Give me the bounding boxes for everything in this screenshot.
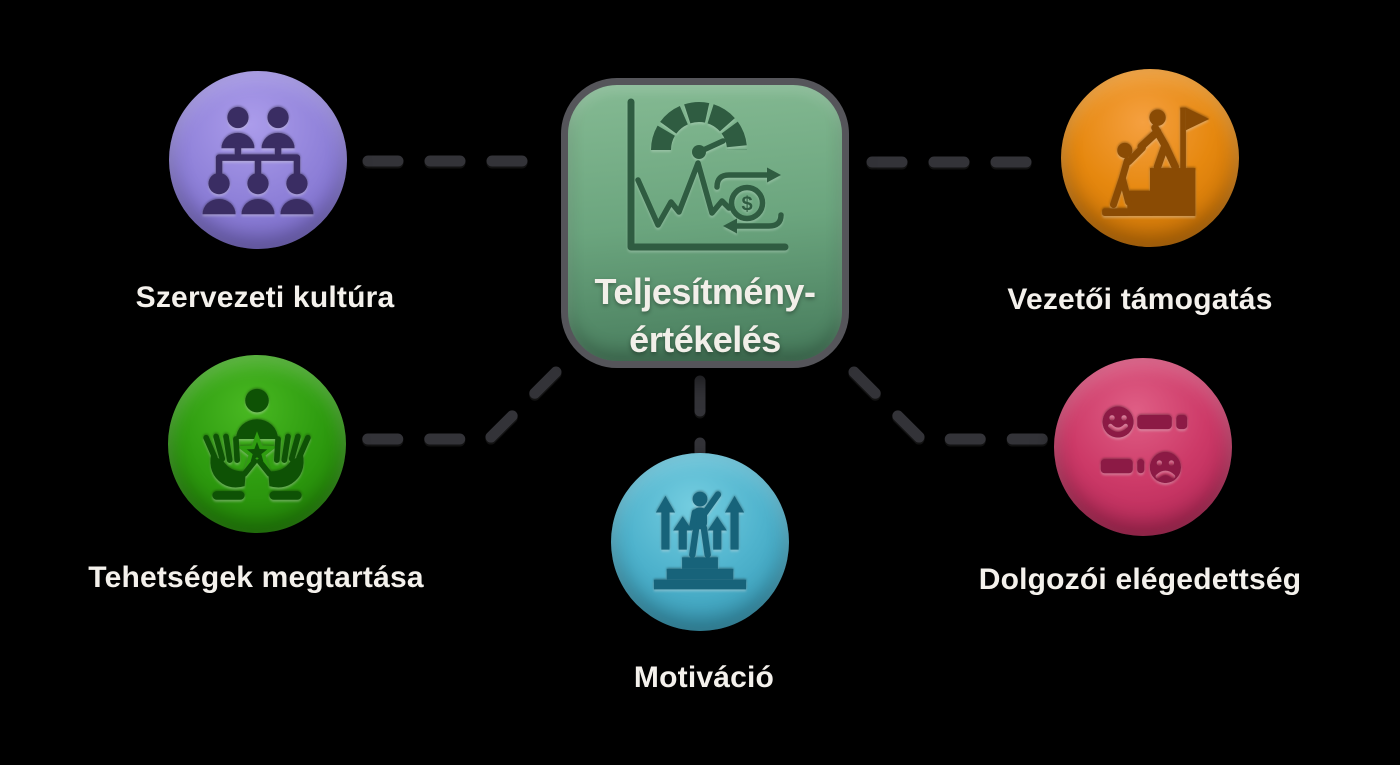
center-node-title: Teljesítmény- értékelés <box>568 268 842 364</box>
dollar-symbol: $ <box>741 194 752 216</box>
hands-holding-talent-icon <box>203 388 311 500</box>
motivation-podium-icon <box>653 491 747 590</box>
performance-dashboard-icon: $ <box>627 98 789 251</box>
node-label-vezetoi-tamogatas: Vezetői támogatás <box>1007 283 1273 316</box>
satisfaction-feedback-icon <box>1100 406 1188 484</box>
connector-center-to-satisfaction <box>848 366 1054 445</box>
node-label-motivacio: Motiváció <box>633 661 775 694</box>
connector-center-to-talent <box>350 366 562 445</box>
node-label-szervezeti-kultura: Szervezeti kultúra <box>135 281 395 314</box>
node-circle-dolgozoi-elegedettseg <box>1054 358 1232 536</box>
node-circle-szervezeti-kultura <box>169 71 347 249</box>
node-label-dolgozoi-elegedettseg: Dolgozói elégedettség <box>978 563 1302 596</box>
center-title-line1: Teljesítmény- <box>594 271 816 312</box>
center-title-line2: értékelés <box>629 319 781 360</box>
org-chart-icon <box>202 106 314 215</box>
mentor-climb-flag-icon <box>1102 107 1210 216</box>
node-label-tehetsegek-megtartasa: Tehetségek megtartása <box>88 561 424 594</box>
node-circle-tehetsegek-megtartasa <box>168 355 346 533</box>
center-node: $ Teljesítmény- értékelés <box>561 78 849 368</box>
node-circle-motivacio <box>611 453 789 631</box>
node-circle-vezetoi-tamogatas <box>1061 69 1239 247</box>
